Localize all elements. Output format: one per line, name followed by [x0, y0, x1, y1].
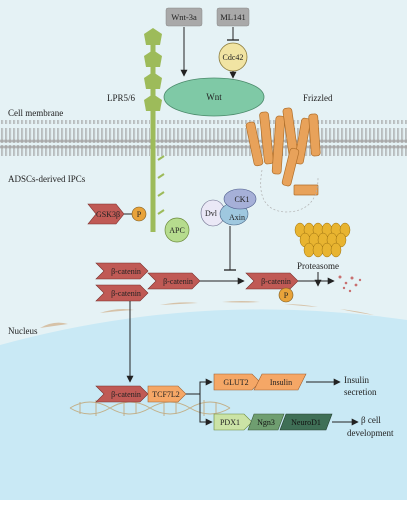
branch-down-arrow — [186, 393, 213, 426]
bcatenin-c: β-catenin — [147, 272, 201, 290]
bcatenin-phospho: β-catenin P — [245, 272, 299, 303]
bcatenin-b: β-catenin — [95, 284, 149, 302]
gsk3b-node: GSK3β P — [87, 203, 147, 225]
pdx1-node: PDX1 — [213, 413, 253, 431]
bcatenin-b-label: β-catenin — [111, 289, 141, 298]
axin-label: Axin — [229, 213, 245, 222]
wnt-label: Wnt — [206, 92, 222, 102]
insulin-secretion-line1: Insulin — [344, 375, 370, 385]
cytoplasm-label: ADSCs-derived IPCs — [8, 174, 86, 184]
insulin-label: Insulin — [270, 378, 292, 387]
frizzled-receptor — [245, 107, 321, 196]
proteasome — [294, 222, 351, 258]
degradation-fragments — [338, 275, 362, 293]
gsk3b-label: GSK3β — [96, 210, 120, 219]
cell-membrane — [0, 120, 407, 156]
neurod1-label: NeuroD1 — [291, 418, 321, 427]
lpr-label: LPR5/6 — [107, 93, 136, 103]
beta-development-line2: development — [347, 428, 394, 438]
bcatenin-c-label: β-catenin — [163, 277, 193, 286]
gsk3b-p-label: P — [137, 210, 142, 219]
ml141-label: ML141 — [220, 12, 246, 22]
tcf-label: TCF7L2 — [152, 390, 180, 399]
frizzled-loop — [260, 169, 319, 213]
ml141-box — [216, 7, 250, 27]
ngn3-label: Ngn3 — [257, 418, 275, 427]
frizzled-label: Frizzled — [303, 93, 333, 103]
ck1-label: CK1 — [234, 195, 249, 204]
neurod1-node: NeuroD1 — [279, 413, 333, 431]
nucleus-label: Nucleus — [8, 326, 38, 336]
insulin-node: Insulin — [253, 373, 307, 391]
bcatenin-a-label: β-catenin — [111, 267, 141, 276]
wnt-ellipse — [163, 77, 265, 117]
bcatenin-nuclear: β-catenin — [95, 385, 149, 403]
beta-development-line1: β cell — [361, 415, 381, 425]
apc-circle — [164, 217, 190, 243]
dna-helix — [69, 400, 231, 416]
cdc42-label: Cdc42 — [223, 53, 244, 62]
glut2-node: GLUT2 — [213, 373, 261, 391]
nuclear-envelope — [40, 301, 374, 328]
proteasome-label: Proteasome — [297, 261, 339, 271]
cell-membrane-label: Cell membrane — [8, 108, 63, 118]
insulin-secretion-line2: secretion — [344, 387, 377, 397]
tcf-node: TCF7L2 — [147, 385, 187, 403]
dvl-label: Dvl — [205, 209, 218, 218]
bcatenin-nuclear-label: β-catenin — [111, 390, 141, 399]
bcatenin-a: β-catenin — [95, 262, 149, 280]
lpr-receptor — [144, 28, 165, 232]
wnt3a-box — [165, 7, 203, 27]
bcatenin-p-label: P — [284, 291, 289, 300]
ngn3-node: Ngn3 — [247, 413, 285, 431]
pdx1-label: PDX1 — [220, 418, 240, 427]
ck1-ellipse — [223, 188, 257, 210]
wnt3a-label: Wnt-3a — [171, 12, 197, 22]
glut2-label: GLUT2 — [223, 378, 248, 387]
bcatenin-phospho-label: β-catenin — [261, 277, 291, 286]
apc-label: APC — [169, 226, 185, 235]
